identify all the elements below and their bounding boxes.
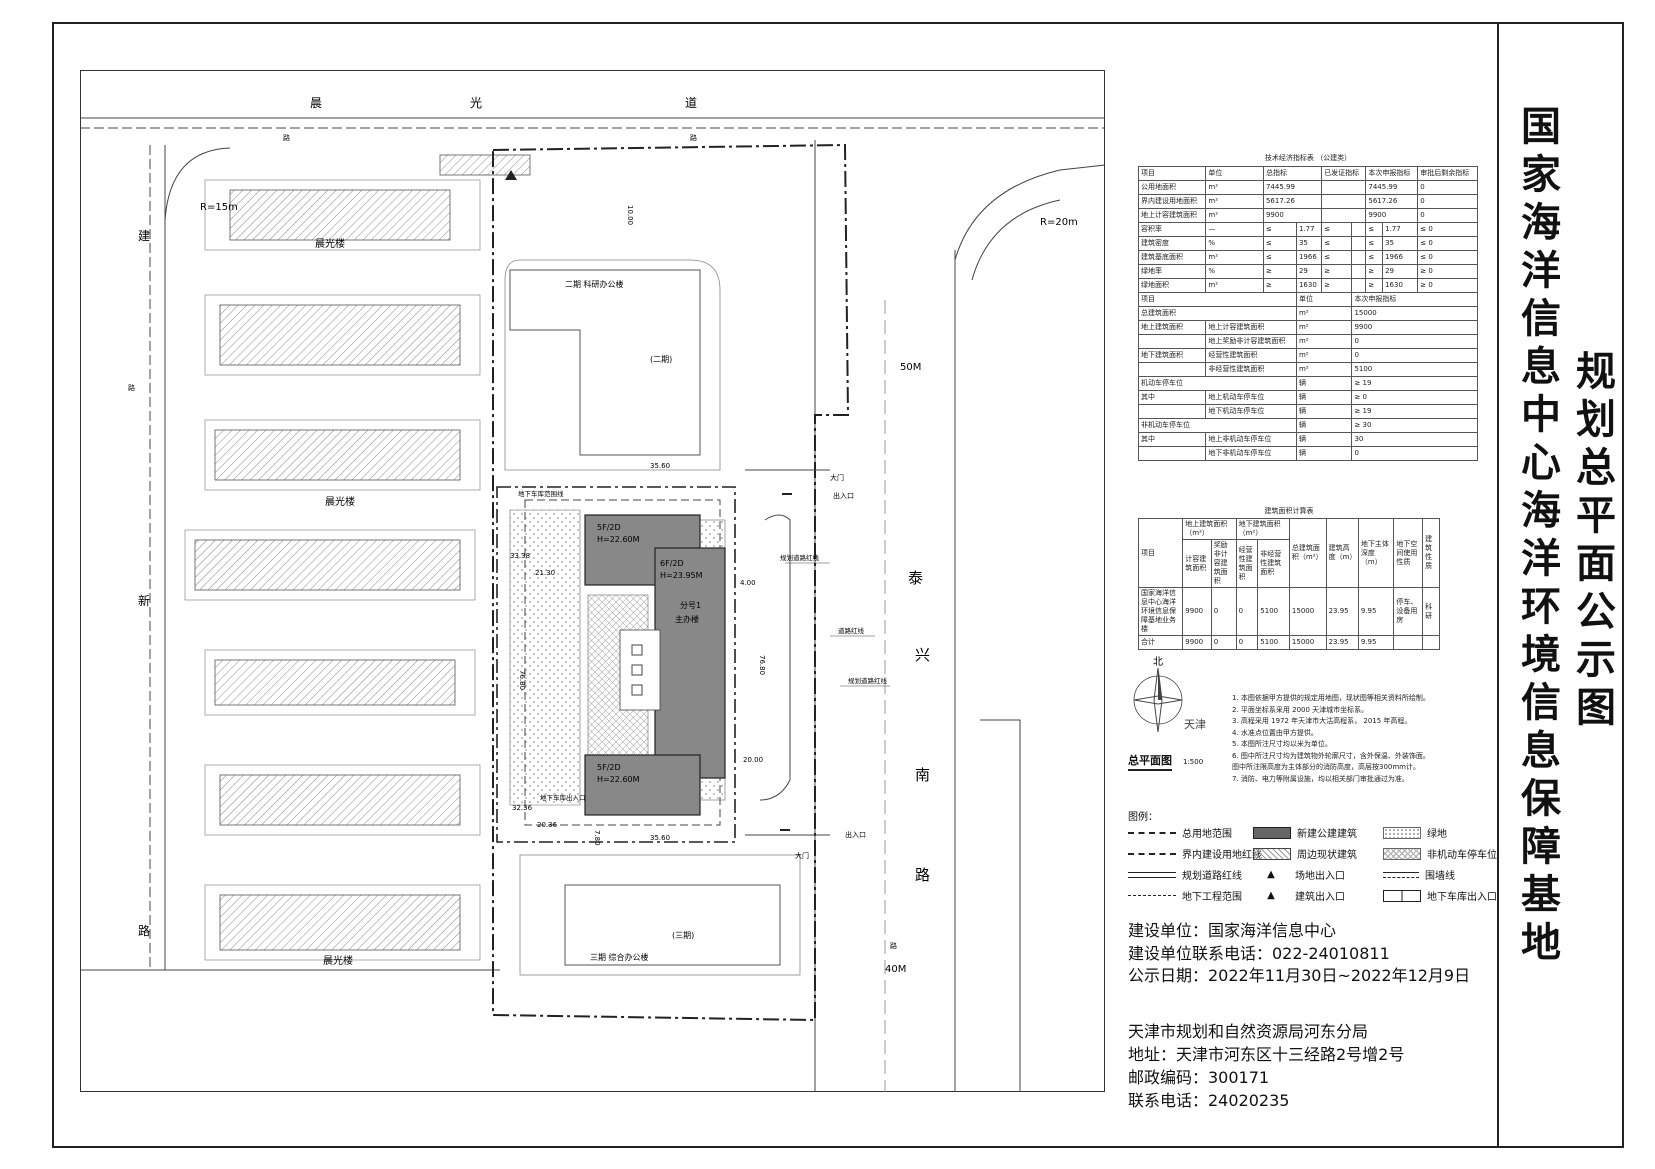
compass-north-label: 北 bbox=[1153, 656, 1163, 668]
svg-text:7.80: 7.80 bbox=[593, 830, 601, 846]
contact-phone: 联系电话：24020235 bbox=[1128, 1091, 1290, 1110]
road-name-right-a: 泰 bbox=[908, 569, 923, 587]
svg-text:(三期): (三期) bbox=[672, 931, 694, 940]
road-name-right-c: 南 bbox=[915, 766, 930, 784]
svg-text:道路红线: 道路红线 bbox=[838, 626, 865, 635]
road-name-left-b: 新 bbox=[138, 593, 150, 608]
compass-rose: 北 天津 bbox=[1133, 656, 1206, 733]
svg-text:规划道路红线: 规划道路红线 bbox=[848, 676, 888, 685]
road-name-top-b: 光 bbox=[470, 96, 482, 110]
building-entry-icon: ▲ bbox=[1267, 890, 1275, 901]
builder-phone: 建设单位联系电话：022-24010811 bbox=[1128, 944, 1390, 963]
svg-text:路: 路 bbox=[128, 383, 135, 392]
new-building bbox=[584, 514, 726, 816]
project-title: 国家海洋信息中心海洋环境信息保障基地 bbox=[1514, 105, 1560, 969]
svg-text:50M: 50M bbox=[900, 362, 921, 373]
existing-residential bbox=[194, 154, 531, 951]
plan-scale: 1:500 bbox=[1183, 758, 1204, 766]
svg-text:出入口: 出入口 bbox=[833, 491, 854, 500]
svg-text:76.80: 76.80 bbox=[518, 670, 526, 690]
svg-text:21.30: 21.30 bbox=[535, 569, 555, 577]
svg-text:R=20m: R=20m bbox=[1040, 217, 1078, 228]
road-name-top-a: 晨 bbox=[310, 96, 322, 110]
total-site-boundary bbox=[492, 143, 850, 1022]
svg-text:R=15m: R=15m bbox=[200, 202, 238, 213]
svg-text:35.60: 35.60 bbox=[650, 834, 670, 842]
builder: 建设单位：国家海洋信息中心 bbox=[1128, 921, 1337, 940]
svg-text:40M: 40M bbox=[885, 964, 906, 975]
plan-title: 总平面图 bbox=[1128, 752, 1172, 771]
svg-text:大门: 大门 bbox=[830, 473, 844, 482]
svg-text:H=22.60M: H=22.60M bbox=[597, 775, 640, 784]
svg-text:地下车库出入口: 地下车库出入口 bbox=[540, 793, 586, 802]
svg-text:路: 路 bbox=[283, 133, 290, 142]
svg-text:(二期): (二期) bbox=[650, 355, 672, 364]
notes: 1. 本图依据甲方提供的规定用地图，现状图等相关资料所绘制。2. 平面坐标系采用… bbox=[1232, 694, 1430, 783]
svg-text:5F/2D: 5F/2D bbox=[597, 523, 621, 532]
road-name-right-d: 路 bbox=[915, 866, 930, 884]
svg-text:4.00: 4.00 bbox=[740, 579, 756, 587]
svg-text:地下车库范围线: 地下车库范围线 bbox=[518, 489, 564, 498]
site-plan-frame bbox=[80, 70, 1105, 1092]
postcode: 邮政编码：300171 bbox=[1128, 1068, 1270, 1087]
svg-text:H=23.95M: H=23.95M bbox=[660, 571, 703, 580]
svg-text:32.36: 32.36 bbox=[512, 804, 533, 812]
title-separator bbox=[1497, 22, 1499, 1148]
address: 地址：天津市河东区十三经路2号增2号 bbox=[1128, 1045, 1405, 1064]
svg-text:10.00: 10.00 bbox=[626, 205, 634, 225]
svg-text:三期 综合办公楼: 三期 综合办公楼 bbox=[590, 952, 649, 962]
svg-text:晨光楼: 晨光楼 bbox=[325, 495, 355, 508]
svg-text:出入口: 出入口 bbox=[845, 830, 866, 839]
svg-text:20.36: 20.36 bbox=[537, 821, 558, 829]
svg-text:H=22.60M: H=22.60M bbox=[597, 535, 640, 544]
site-entry-icon: ▲ bbox=[1267, 869, 1275, 880]
publish-date: 公示日期：2022年11月30日~2022年12月9日 bbox=[1128, 966, 1471, 985]
bureau: 天津市规划和自然资源局河东分局 bbox=[1128, 1022, 1369, 1041]
svg-text:二期 科研办公楼: 二期 科研办公楼 bbox=[565, 279, 624, 289]
svg-text:主办楼: 主办楼 bbox=[675, 614, 699, 624]
svg-text:6F/2D: 6F/2D bbox=[660, 559, 684, 568]
road-name-top-c: 道 bbox=[685, 96, 697, 110]
svg-text:路: 路 bbox=[890, 941, 897, 950]
svg-text:分号1: 分号1 bbox=[680, 601, 701, 610]
construction-boundary bbox=[496, 486, 736, 843]
svg-text:晨光楼: 晨光楼 bbox=[315, 237, 345, 250]
compass-city-label: 天津 bbox=[1184, 718, 1206, 731]
svg-text:规划道路红线: 规划道路红线 bbox=[780, 553, 820, 562]
drawing-title: 规划总平面公示图 bbox=[1569, 350, 1615, 734]
svg-text:20.00: 20.00 bbox=[743, 756, 763, 764]
svg-text:晨光楼: 晨光楼 bbox=[323, 954, 353, 967]
road-name-left-a: 建 bbox=[138, 229, 150, 243]
road-name-left-c: 路 bbox=[138, 923, 150, 938]
svg-text:35.60: 35.60 bbox=[650, 462, 670, 470]
svg-text:大门: 大门 bbox=[795, 851, 809, 860]
table1-caption: 技术经济指标表 （公建类） bbox=[1264, 154, 1352, 162]
area-calc-table: 项目地上建筑面积（m²）地下建筑面积（m²） 总建筑面积（m²）建筑高度（m）地… bbox=[1137, 518, 1440, 650]
svg-text:76.80: 76.80 bbox=[758, 655, 766, 675]
svg-text:路: 路 bbox=[690, 133, 697, 142]
table2-caption: 建筑面积计算表 bbox=[1264, 507, 1314, 515]
road-name-right-b: 兴 bbox=[915, 646, 930, 664]
svg-text:33.38: 33.38 bbox=[510, 552, 530, 560]
drawing-frame bbox=[52, 22, 1624, 1148]
svg-text:5F/2D: 5F/2D bbox=[597, 763, 621, 772]
